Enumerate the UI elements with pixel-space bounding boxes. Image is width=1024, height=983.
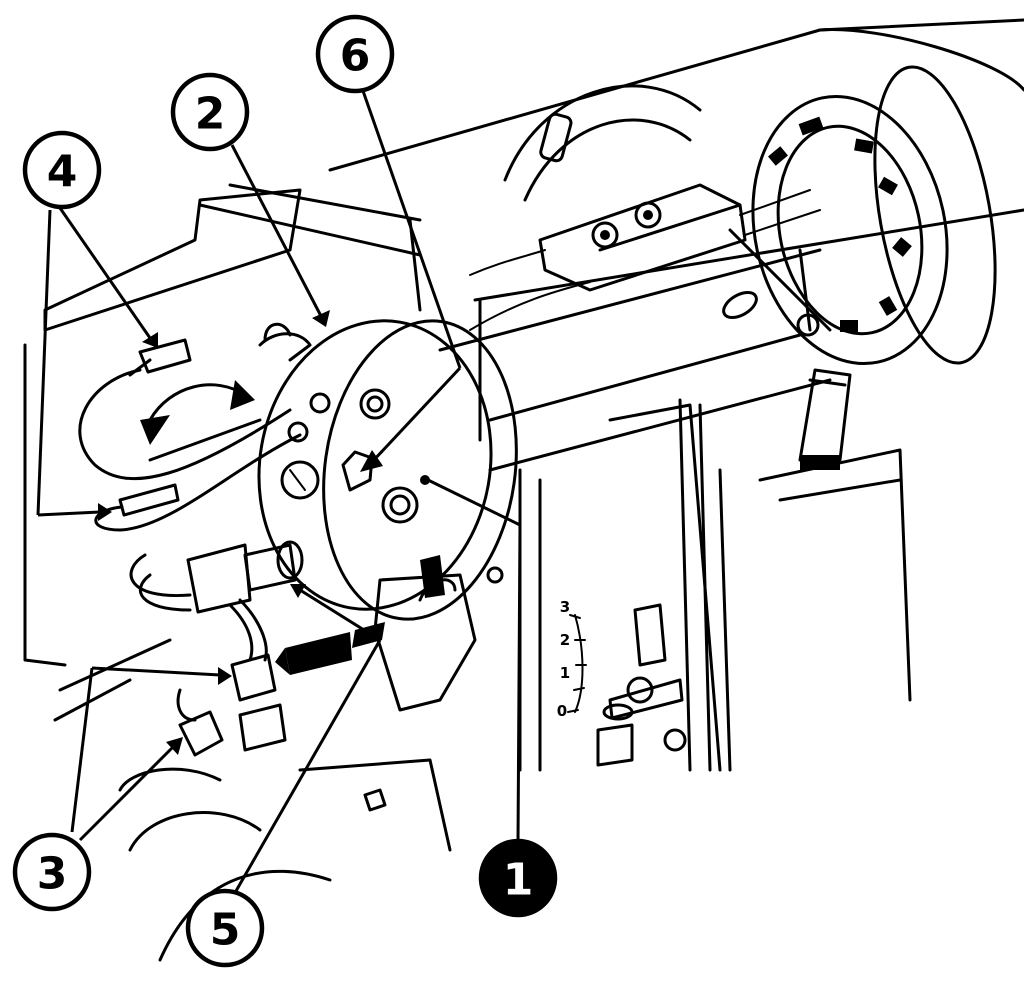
pressure-gauge: 0 1 2 3 bbox=[557, 598, 687, 767]
callout-2-label: 2 bbox=[195, 89, 226, 140]
ignition-cables bbox=[78, 338, 302, 532]
hose-nut bbox=[186, 543, 252, 614]
rear-disc-slots bbox=[768, 116, 912, 332]
burner-tube bbox=[438, 228, 832, 472]
callout-3: 3 bbox=[12, 832, 92, 912]
callout-6-label: 6 bbox=[340, 31, 371, 82]
gauge-tick-2: 2 bbox=[560, 631, 570, 649]
fuel-hose bbox=[129, 540, 304, 757]
callout-4: 4 bbox=[22, 130, 102, 210]
front-mounting-plate bbox=[23, 183, 422, 667]
removal-arrows bbox=[275, 622, 385, 675]
callout-1-label: 1 bbox=[503, 855, 534, 906]
callout-3-label: 3 bbox=[37, 849, 68, 900]
lower-machinery bbox=[53, 398, 732, 962]
callout-5-label: 5 bbox=[210, 905, 241, 956]
lower-bracket bbox=[373, 555, 504, 712]
panel-point-1 bbox=[420, 475, 430, 485]
panel-adjustment-screw bbox=[341, 450, 374, 492]
gauge-ticks bbox=[567, 614, 587, 713]
gauge-tick-3: 3 bbox=[560, 598, 570, 616]
electrode-assembly bbox=[469, 183, 821, 337]
gauge-tick-0: 0 bbox=[557, 702, 567, 720]
front-panel bbox=[140, 319, 518, 621]
cable-connector-upper bbox=[138, 338, 192, 374]
machine-housing bbox=[328, 18, 1024, 366]
leader-lines bbox=[36, 87, 522, 899]
callout-4-label: 4 bbox=[47, 147, 78, 198]
callout-5: 5 bbox=[185, 888, 265, 968]
cable-connector-lower bbox=[118, 483, 180, 517]
fitting-upper bbox=[230, 653, 277, 702]
side-sensor bbox=[758, 368, 912, 702]
gauge-tick-1: 1 bbox=[560, 664, 570, 682]
callout-1: 1 bbox=[478, 838, 558, 918]
fitting-lower bbox=[178, 710, 224, 757]
callout-6: 6 bbox=[315, 14, 395, 94]
callout-2: 2 bbox=[170, 72, 250, 152]
